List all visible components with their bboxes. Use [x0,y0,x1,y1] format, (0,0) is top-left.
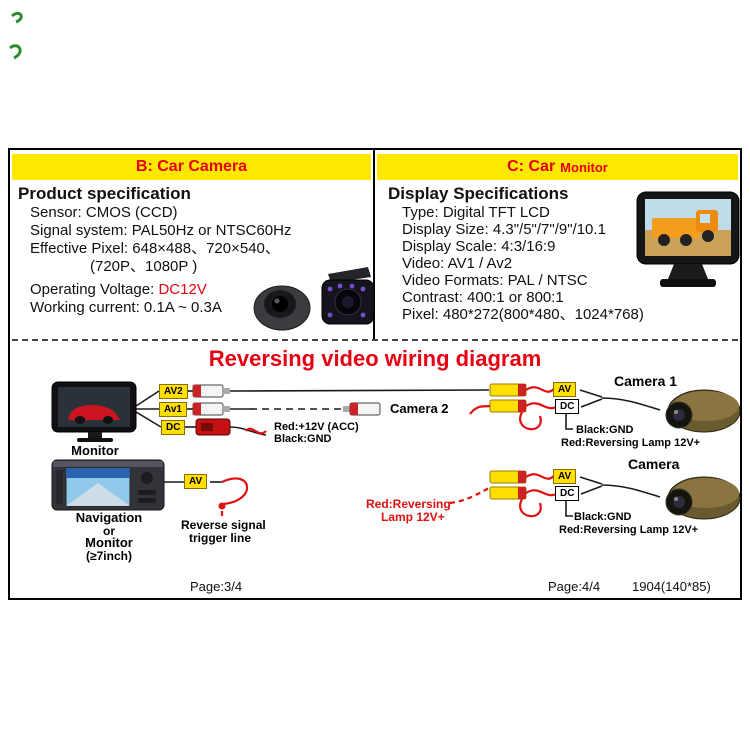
nav-label-line: Monitor [85,535,133,550]
camera-section-header-label: B: Car Camera [135,158,248,175]
product-specification: Product specification Sensor: CMOS (CCD)… [18,184,363,317]
display-spec-line: Video: AV1 / Av2 [402,255,513,272]
display-spec-line: Pixel: 480*272(800*480、1024*768) [402,306,644,323]
spec-sensor: Sensor: CMOS (CCD) [30,204,178,221]
connector-av-nav: AV [184,474,208,489]
camera-product-image [253,267,375,331]
connector-av-cam2: AV [553,469,577,484]
display-spec-line: Contrast: 400:1 or 800:1 [402,289,564,306]
camera1-label: Camera 1 [614,373,678,389]
connector-dc-left: DC [161,420,186,435]
display-specifications: Display Specifications Type: Digital TFT… [388,184,668,323]
display-spec-line: Type: Digital TFT LCD [402,204,550,221]
reverse-signal-label: Reverse signal [181,518,266,532]
nav-label-line: Navigation [75,510,143,525]
spec-pixel-2: (720P、1080P ) [90,258,198,275]
spec-voltage-label: Operating Voltage: [30,281,159,298]
section-separator [12,339,738,341]
spec-pixel: Effective Pixel: 648×488、720×540、 [30,240,280,257]
navigation-unit-image [51,459,165,511]
display-spec-line: Display Scale: 4:3/16:9 [402,238,556,255]
black-gnd-label: Black:GND [576,424,634,436]
spec-current: Working current: 0.1A ~ 0.3A [30,299,222,316]
monitor-section-header: C: Car Monitor [377,154,738,180]
spec-signal: Signal system: PAL50Hz or NTSC60Hz [30,222,292,239]
navigation-device-label: Navigation or Monitor (≥7inch) [50,510,168,563]
red-reversing-mid-label: Red:Reversing [366,497,451,511]
monitor-device-label: Monitor [71,443,119,458]
column-divider [373,150,375,340]
nav-label-line: or [103,523,115,538]
red-reversing-lamp-label: Red:Reversing Lamp 12V+ [561,437,701,449]
connector-dc-cam2: DC [555,486,580,501]
diagram-monitor-image [51,381,137,442]
display-spec-line: Display Size: 4.3"/5"/7"/9"/10.1 [402,221,606,238]
connector-av2: AV2 [159,384,188,399]
rca-plug [192,384,230,398]
monitor-product-image [636,191,740,287]
connector-av-cam1: AV [553,382,577,397]
rca-plug [192,402,230,416]
dc-power-plug [195,418,231,436]
sheet-border [8,148,742,600]
rca-plug [343,402,381,416]
trigger-wire-dot [218,502,226,510]
monitor-section-header-sublabel: Monitor [560,159,608,175]
display-spec-title: Display Specifications [388,184,569,203]
av-plug-yellow [489,470,527,484]
reverse-signal-label: trigger line [189,531,252,545]
monitor-section-header-label: C: Car [507,158,556,175]
camera-section-header: B: Car Camera [12,154,371,180]
display-spec-line: Video Formats: PAL / NTSC [402,272,588,289]
red-12v-acc-label: Red:+12V (ACC) [274,421,359,433]
product-spec-title: Product specification [18,184,191,203]
page-number-left: Page:3/4 [190,579,243,594]
nav-label-line: (≥7inch) [86,548,132,563]
black-gnd-label: Black:GND [274,433,332,445]
camera1-device-image [665,389,741,433]
page-number-right: Page:4/4 [548,579,601,594]
av-plug-yellow [489,486,527,500]
camera2-device-image [665,476,741,520]
red-reversing-lamp-label: Red:Reversing Lamp 12V+ [559,524,699,536]
connector-dc-cam1: DC [555,399,580,414]
black-gnd-label: Black:GND [574,511,632,523]
footer-code: 1904(140*85) [632,579,711,594]
av-plug-yellow [489,383,527,397]
spec-voltage-value: DC12V [158,281,207,298]
diagram-title: Reversing video wiring diagram [208,346,542,371]
stray-green-marks [9,11,23,60]
camera2-label: Camera 2 [390,401,449,416]
spec-voltage: Operating Voltage: DC12V [30,281,363,299]
camera-label: Camera [628,456,680,472]
red-reversing-mid-label: Lamp 12V+ [381,510,445,524]
av-plug-yellow [489,399,527,413]
connector-av1: Av1 [159,402,187,417]
